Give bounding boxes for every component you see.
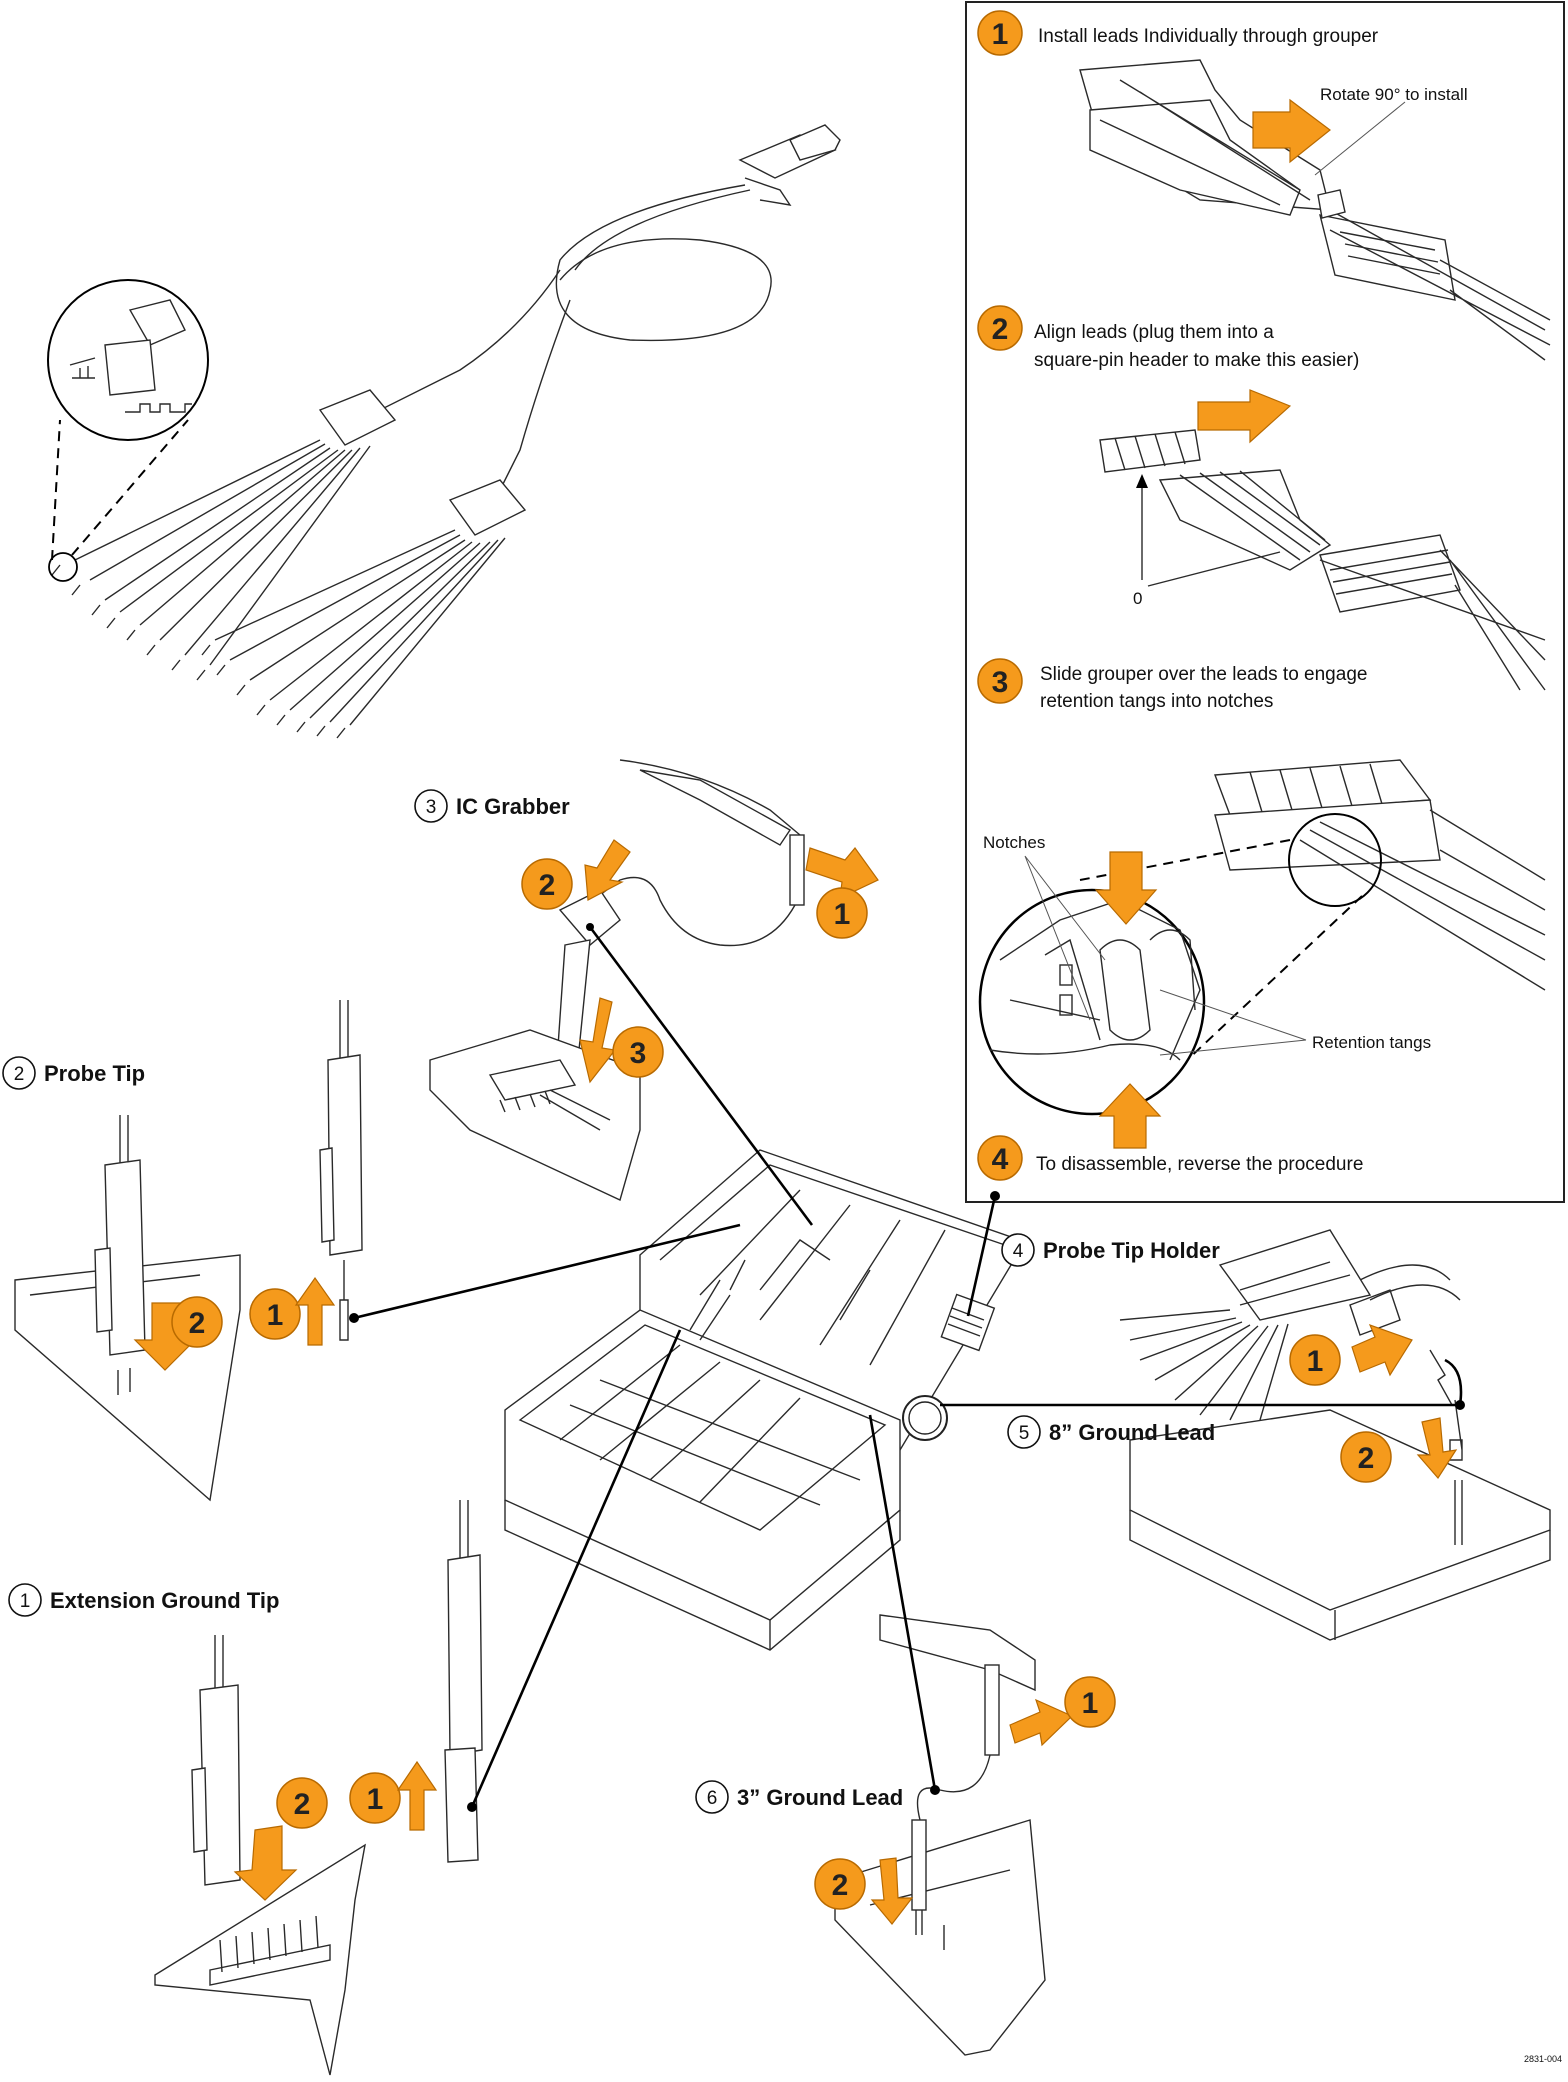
callout-3-label: IC Grabber — [456, 794, 570, 819]
inset-step-3-line1: Slide grouper over the leads to engage — [1040, 664, 1367, 685]
callout-6-number: 6 — [695, 1780, 729, 1814]
probe-tip-holder-badge-1: 1 — [1289, 1334, 1341, 1386]
callout-5-number: 5 — [1007, 1415, 1041, 1449]
figure-id: 2831-004 — [1524, 2054, 1562, 2064]
svg-text:6: 6 — [707, 1788, 718, 1809]
inset-step-4-text: To disassemble, reverse the procedure — [1036, 1154, 1363, 1175]
probe-tip-arrow-1 — [294, 1276, 336, 1346]
ic-grabber-badge-3: 3 — [612, 1026, 664, 1078]
leader-lines — [349, 923, 1465, 1812]
probe-tip-holder-arrow-2 — [1416, 1417, 1458, 1479]
notch-zoom-circle — [978, 888, 1206, 1116]
lead-tip-zoom-detail — [69, 299, 192, 413]
extension-ground-tip-arrow-1 — [396, 1760, 438, 1831]
svg-text:1: 1 — [20, 1591, 31, 1612]
svg-text:3: 3 — [992, 666, 1009, 699]
probe-tip-holder-arrow-1 — [1351, 1323, 1413, 1377]
step-2-illustration — [1099, 429, 1546, 691]
inset-step-1-badge: 1 — [977, 10, 1023, 56]
inset-step-2-line2: square-pin header to make this easier) — [1034, 350, 1359, 371]
callout-5-label: 8” Ground Lead — [1049, 1420, 1215, 1445]
inset-step-2-line1: Align leads (plug them into a — [1034, 322, 1274, 343]
svg-text:2: 2 — [992, 313, 1009, 346]
ic-grabber-arrow-3 — [579, 997, 617, 1084]
extension-ground-tip-illustration — [154, 1500, 483, 2076]
svg-text:3: 3 — [630, 1037, 647, 1070]
callout-2-number: 2 — [2, 1056, 36, 1090]
svg-text:1: 1 — [834, 898, 851, 931]
callout-1-number: 1 — [8, 1583, 42, 1617]
step-1-arrow — [1252, 98, 1331, 164]
callout-1-label: Extension Ground Tip — [50, 1588, 279, 1613]
inset-step-1-text: Install leads Individually through group… — [1038, 26, 1379, 47]
svg-text:1: 1 — [1307, 1345, 1324, 1378]
svg-text:2: 2 — [539, 869, 556, 902]
ic-grabber-arrow-1 — [805, 847, 879, 900]
ic-grabber-badge-2: 2 — [521, 858, 573, 910]
svg-text:1: 1 — [992, 18, 1009, 51]
step-2-arrow — [1197, 389, 1292, 444]
probe-tip-badge-1: 1 — [249, 1288, 301, 1340]
ground-lead-3in-badge-2: 2 — [814, 1858, 866, 1910]
step-1-illustration — [1079, 59, 1551, 361]
rotate-label: Rotate 90° to install — [1320, 85, 1468, 104]
callout-4-number: 4 — [1001, 1233, 1035, 1267]
callout-3-number: 3 — [414, 789, 448, 823]
svg-text:2: 2 — [832, 1869, 849, 1902]
svg-text:2: 2 — [189, 1307, 206, 1340]
probe-tip-badge-2: 2 — [171, 1296, 223, 1348]
ground-lead-3in-arrow-2 — [870, 1857, 914, 1925]
inset-step-4-badge: 4 — [977, 1135, 1023, 1181]
svg-text:2: 2 — [294, 1788, 311, 1821]
ic-grabber-illustration — [429, 759, 805, 1201]
extension-ground-tip-arrow-2 — [233, 1825, 298, 1901]
callout-4-label: Probe Tip Holder — [1043, 1238, 1220, 1263]
logic-probe-cable — [51, 124, 841, 739]
svg-text:1: 1 — [367, 1783, 384, 1816]
inset-step-3-badge: 3 — [977, 658, 1023, 704]
inset-step-2-badge: 2 — [977, 305, 1023, 351]
svg-text:5: 5 — [1019, 1423, 1030, 1444]
ground-lead-3in-illustration — [834, 1614, 1046, 2056]
step-3-up-arrow — [1098, 1083, 1162, 1149]
svg-text:1: 1 — [1082, 1687, 1099, 1720]
ic-grabber-arrow-2 — [584, 839, 631, 901]
ground-lead-3in-arrow-1 — [1009, 1698, 1074, 1747]
callout-2-label: Probe Tip — [44, 1061, 145, 1086]
callout-6-label: 3” Ground Lead — [737, 1785, 903, 1810]
extension-ground-tip-badge-1: 1 — [349, 1772, 401, 1824]
step-3-down-arrow — [1094, 851, 1158, 925]
svg-text:3: 3 — [426, 797, 437, 818]
svg-text:2: 2 — [14, 1064, 25, 1085]
accessory-case — [504, 1149, 1021, 1651]
probe-tip-holder-illustration — [1119, 1229, 1551, 1641]
svg-text:4: 4 — [1013, 1241, 1024, 1262]
ic-grabber-badge-1: 1 — [816, 887, 868, 939]
ground-lead-3in-badge-1: 1 — [1064, 1676, 1116, 1728]
notch-zoom-detail — [989, 899, 1201, 1061]
retention-tangs-label: Retention tangs — [1312, 1033, 1431, 1052]
inset-step-3-line2: retention tangs into notches — [1040, 691, 1273, 712]
notches-label: Notches — [983, 833, 1045, 852]
probe-tip-holder-badge-2: 2 — [1340, 1431, 1392, 1483]
pin-zero-label: 0 — [1133, 589, 1142, 608]
extension-ground-tip-badge-2: 2 — [276, 1777, 328, 1829]
svg-text:4: 4 — [992, 1143, 1009, 1176]
svg-text:2: 2 — [1358, 1442, 1375, 1475]
step-3-illustration — [1214, 759, 1546, 991]
svg-text:1: 1 — [267, 1299, 284, 1332]
